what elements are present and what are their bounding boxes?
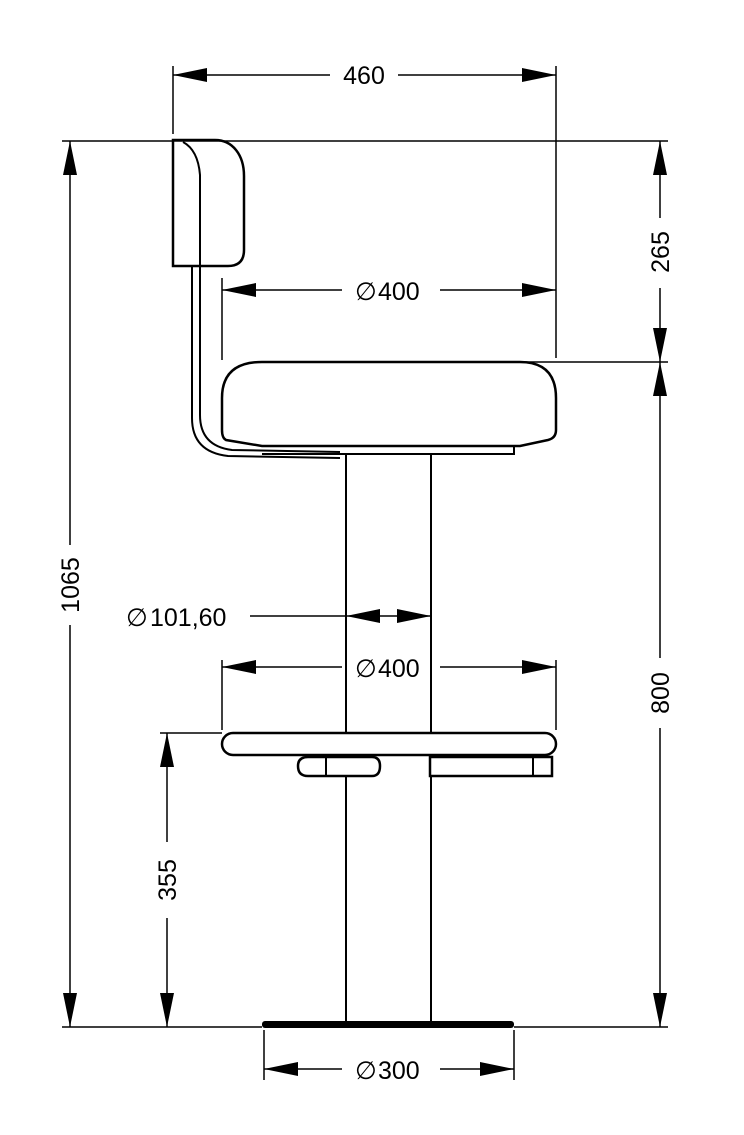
backrest-post-inner [199,262,341,453]
dimension-seat-diameter: ∅ 400 [222,278,556,306]
footring-bracket-right [428,755,554,778]
extension-lines [62,66,668,1080]
footring-diameter-label: 400 [378,655,420,683]
base-plate [262,1021,514,1028]
footring-height-label: 355 [154,859,182,901]
overall-width-label: 460 [343,62,385,90]
dimension-footring-diameter: ∅ 400 [222,655,556,683]
column-diameter-symbol: ∅ [126,604,148,632]
base-diameter-symbol: ∅ [355,1057,377,1085]
seat-diameter-label: 400 [378,278,420,306]
dimension-column-diameter: ∅ 101,60 [126,604,431,632]
dimension-footring-height: 355 [154,733,182,1027]
footring [220,731,558,757]
backrest-pad-edge [182,141,201,266]
seat-diameter-symbol: ∅ [355,278,377,306]
dimension-overall-width: 460 [173,62,556,90]
stool-outline [171,138,558,1028]
backrest-post [191,262,341,459]
dimension-seat-height: 800 [647,362,675,1027]
dimension-base-diameter: ∅ 300 [264,1057,514,1085]
base-diameter-label: 300 [378,1057,420,1085]
column-diameter-label: 101,60 [150,604,226,632]
backrest-height-label: 265 [647,231,675,273]
footring-diameter-symbol: ∅ [355,655,377,683]
dimension-overall-height: 1065 [57,141,85,1027]
footring-bracket-left [296,755,382,778]
dimension-backrest-height: 265 [647,141,675,362]
overall-height-label: 1065 [57,557,85,613]
backrest-pad [171,138,246,268]
seat-cushion [220,360,558,448]
seat-height-label: 800 [647,672,675,714]
